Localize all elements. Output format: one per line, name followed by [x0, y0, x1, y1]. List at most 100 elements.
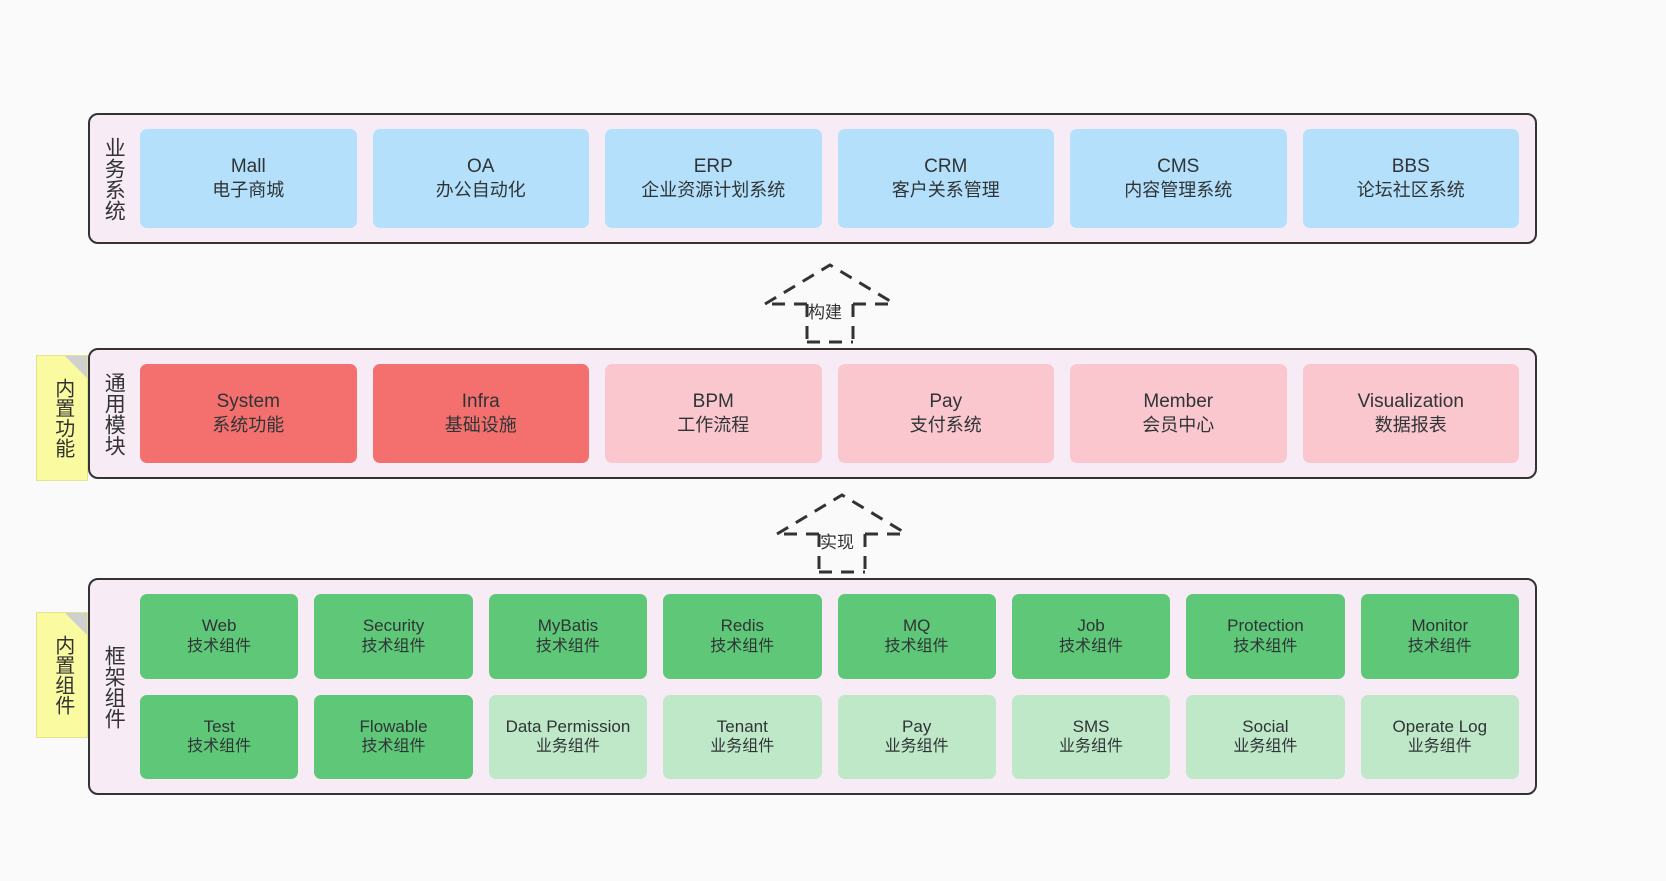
box-operate-log-en: Operate Log: [1392, 716, 1488, 736]
box-bbs-en: BBS: [1391, 155, 1430, 177]
box-member-cn: 会员中心: [1142, 415, 1215, 436]
note-fold-corner-icon-2: [65, 613, 87, 635]
box-test-en: Test: [203, 716, 235, 736]
box-system[interactable]: System 系统功能: [140, 364, 357, 463]
box-monitor[interactable]: Monitor 技术组件: [1360, 594, 1519, 679]
box-operate-log[interactable]: Operate Log 业务组件: [1360, 694, 1519, 779]
layer-title-common-modules: 通用模块: [102, 371, 126, 456]
box-operate-log-cn: 业务组件: [1407, 738, 1472, 756]
box-security[interactable]: Security 技术组件: [314, 594, 473, 679]
box-redis-en: Redis: [720, 616, 765, 636]
box-security-cn: 技术组件: [361, 637, 426, 655]
box-visualization-en: Visualization: [1357, 390, 1464, 412]
box-cms-en: CMS: [1157, 155, 1200, 177]
note-fold-corner-icon: [65, 356, 87, 378]
box-crm-cn: 客户关系管理: [891, 180, 1000, 201]
box-protection[interactable]: Protection 技术组件: [1186, 594, 1345, 679]
box-bpm-en: BPM: [692, 390, 734, 412]
box-flowable-cn: 技术组件: [361, 738, 426, 756]
box-bpm[interactable]: BPM 工作流程: [605, 364, 822, 463]
box-erp-cn: 企业资源计划系统: [641, 180, 786, 201]
box-protection-cn: 技术组件: [1233, 637, 1298, 655]
box-bpm-cn: 工作流程: [677, 415, 750, 436]
box-pay-module-cn: 支付系统: [909, 415, 982, 436]
box-web[interactable]: Web 技术组件: [140, 594, 299, 679]
box-security-en: Security: [362, 616, 425, 636]
connector-implement-label: 实现: [820, 533, 854, 552]
box-monitor-en: Monitor: [1411, 616, 1469, 636]
box-mybatis-cn: 技术组件: [535, 637, 600, 655]
box-data-permission[interactable]: Data Permission 业务组件: [488, 694, 648, 779]
box-mall[interactable]: Mall 电子商城: [140, 129, 357, 228]
box-visualization-cn: 数据报表: [1374, 415, 1447, 436]
box-erp[interactable]: ERP 企业资源计划系统: [605, 129, 822, 228]
box-crm-en: CRM: [924, 155, 968, 177]
note-builtin-components: 内置组件: [36, 612, 88, 738]
box-redis-cn: 技术组件: [710, 637, 775, 655]
box-mybatis[interactable]: MyBatis 技术组件: [488, 594, 648, 679]
box-pay-component-cn: 业务组件: [884, 738, 949, 756]
box-pay-module[interactable]: Pay 支付系统: [837, 364, 1054, 463]
box-tenant[interactable]: Tenant 业务组件: [663, 694, 822, 779]
box-sms[interactable]: SMS 业务组件: [1011, 694, 1171, 779]
layer-common-modules: 通用模块 System 系统功能 Infra 基础设施 BPM 工作流程 Pay…: [88, 348, 1537, 479]
box-web-cn: 技术组件: [187, 637, 252, 655]
connector-build: 构建: [760, 262, 900, 344]
box-data-permission-en: Data Permission: [505, 716, 631, 736]
box-test[interactable]: Test 技术组件: [140, 694, 299, 779]
box-job-cn: 技术组件: [1059, 637, 1124, 655]
box-pay-component-en: Pay: [902, 716, 932, 736]
box-mq[interactable]: MQ 技术组件: [837, 594, 996, 679]
box-job[interactable]: Job 技术组件: [1011, 594, 1171, 679]
box-erp-en: ERP: [693, 155, 733, 177]
build-arrow-icon: [764, 263, 896, 344]
box-pay-component[interactable]: Pay 业务组件: [837, 694, 996, 779]
connector-implement: 实现: [772, 492, 912, 574]
box-web-en: Web: [201, 616, 237, 636]
box-social[interactable]: Social 业务组件: [1186, 694, 1345, 779]
box-cms-cn: 内容管理系统: [1124, 180, 1233, 201]
box-sms-en: SMS: [1072, 716, 1110, 736]
box-sms-cn: 业务组件: [1059, 738, 1124, 756]
box-bbs-cn: 论坛社区系统: [1356, 180, 1465, 201]
box-system-cn: 系统功能: [212, 415, 285, 436]
box-mq-cn: 技术组件: [884, 637, 949, 655]
box-mybatis-en: MyBatis: [537, 616, 599, 636]
box-member[interactable]: Member 会员中心: [1070, 364, 1287, 463]
box-oa[interactable]: OA 办公自动化: [372, 129, 589, 228]
layer-business-boxes: Mall 电子商城 OA 办公自动化 ERP 企业资源计划系统 CRM 客户关系…: [136, 115, 1535, 242]
box-mall-en: Mall: [230, 155, 266, 177]
box-redis[interactable]: Redis 技术组件: [663, 594, 822, 679]
box-cms[interactable]: CMS 内容管理系统: [1070, 129, 1287, 228]
note-builtin-components-label: 内置组件: [51, 635, 74, 715]
box-protection-en: Protection: [1227, 616, 1304, 636]
box-infra-en: Infra: [461, 390, 500, 412]
box-mq-en: MQ: [902, 616, 931, 636]
box-mall-cn: 电子商城: [212, 180, 285, 201]
box-job-en: Job: [1077, 616, 1105, 636]
layer-business-system: 业务系统 Mall 电子商城 OA 办公自动化 ERP 企业资源计划系统 CRM…: [88, 113, 1537, 244]
box-pay-module-en: Pay: [929, 390, 963, 412]
layer-title-framework-components: 框架组件: [102, 644, 126, 729]
box-social-en: Social: [1242, 716, 1289, 736]
box-tenant-en: Tenant: [716, 716, 768, 736]
box-infra[interactable]: Infra 基础设施: [372, 364, 589, 463]
box-system-en: System: [216, 390, 280, 412]
box-infra-cn: 基础设施: [444, 415, 517, 436]
box-flowable[interactable]: Flowable 技术组件: [314, 694, 473, 779]
box-social-cn: 业务组件: [1233, 738, 1298, 756]
box-monitor-cn: 技术组件: [1407, 637, 1472, 655]
note-builtin-features-label: 内置功能: [51, 378, 74, 458]
box-member-en: Member: [1143, 390, 1214, 412]
note-builtin-features: 内置功能: [36, 355, 88, 481]
box-visualization[interactable]: Visualization 数据报表: [1302, 364, 1519, 463]
box-data-permission-cn: 业务组件: [535, 738, 600, 756]
box-oa-cn: 办公自动化: [435, 180, 526, 201]
box-flowable-en: Flowable: [359, 716, 428, 736]
layer-framework-boxes: Web 技术组件 Security 技术组件 MyBatis 技术组件 Redi…: [136, 580, 1535, 793]
box-tenant-cn: 业务组件: [710, 738, 775, 756]
box-crm[interactable]: CRM 客户关系管理: [837, 129, 1054, 228]
implement-arrow-icon: [776, 493, 908, 574]
box-bbs[interactable]: BBS 论坛社区系统: [1302, 129, 1519, 228]
